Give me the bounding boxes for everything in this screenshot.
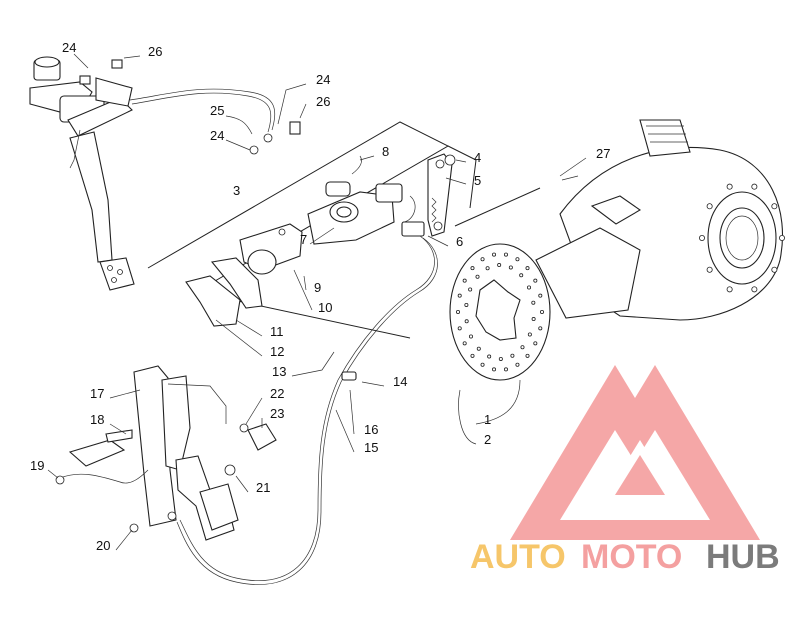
callout-11: 11 (270, 324, 284, 339)
callout-27: 27 (596, 146, 610, 161)
callout-labels: 24 26 24 25 26 24 8 4 5 27 3 7 6 9 10 11 12 13 14 17 22 23 1 18… (30, 40, 610, 553)
callout-15: 15 (364, 440, 378, 455)
callout-10: 10 (318, 300, 332, 315)
watermark-text: AUTO MOTO HUB (470, 538, 780, 576)
callout-16: 16 (364, 422, 378, 437)
callout-4: 4 (474, 150, 481, 165)
callout-24: 24 (316, 72, 330, 87)
callout-24: 24 (62, 40, 76, 55)
callout-6: 6 (456, 234, 463, 249)
callout-1: 1 (484, 412, 491, 427)
watermark-hub: HUB (706, 538, 780, 576)
callout-18: 18 (90, 412, 104, 427)
callout-3: 3 (233, 183, 240, 198)
callout-20: 20 (96, 538, 110, 553)
handlebar-master-cylinder (29, 56, 301, 291)
callout-24: 24 (210, 128, 224, 143)
callout-25: 25 (210, 103, 224, 118)
transmission-housing (535, 119, 786, 321)
watermark-moto: MOTO (581, 538, 682, 576)
watermark-logo (510, 365, 760, 540)
callout-9: 9 (314, 280, 321, 295)
callout-7: 7 (300, 232, 307, 247)
callout-2: 2 (484, 432, 491, 447)
callout-26: 26 (148, 44, 162, 59)
callout-8: 8 (382, 144, 389, 159)
callout-19: 19 (30, 458, 44, 473)
callout-26: 26 (316, 94, 330, 109)
callout-14: 14 (393, 374, 407, 389)
caliper-lever (427, 153, 456, 237)
callout-5: 5 (474, 173, 481, 188)
callout-17: 17 (90, 386, 104, 401)
callout-13: 13 (272, 364, 286, 379)
callout-12: 12 (270, 344, 284, 359)
callout-23: 23 (270, 406, 284, 421)
brake-cable (176, 235, 438, 585)
watermark-auto: AUTO (470, 538, 566, 576)
brake-caliper (185, 155, 425, 327)
leader-lines (47, 53, 587, 551)
brake-pedal-assembly (55, 365, 277, 541)
brake-disc (449, 243, 551, 381)
callout-22: 22 (270, 386, 284, 401)
callout-21: 21 (256, 480, 270, 495)
